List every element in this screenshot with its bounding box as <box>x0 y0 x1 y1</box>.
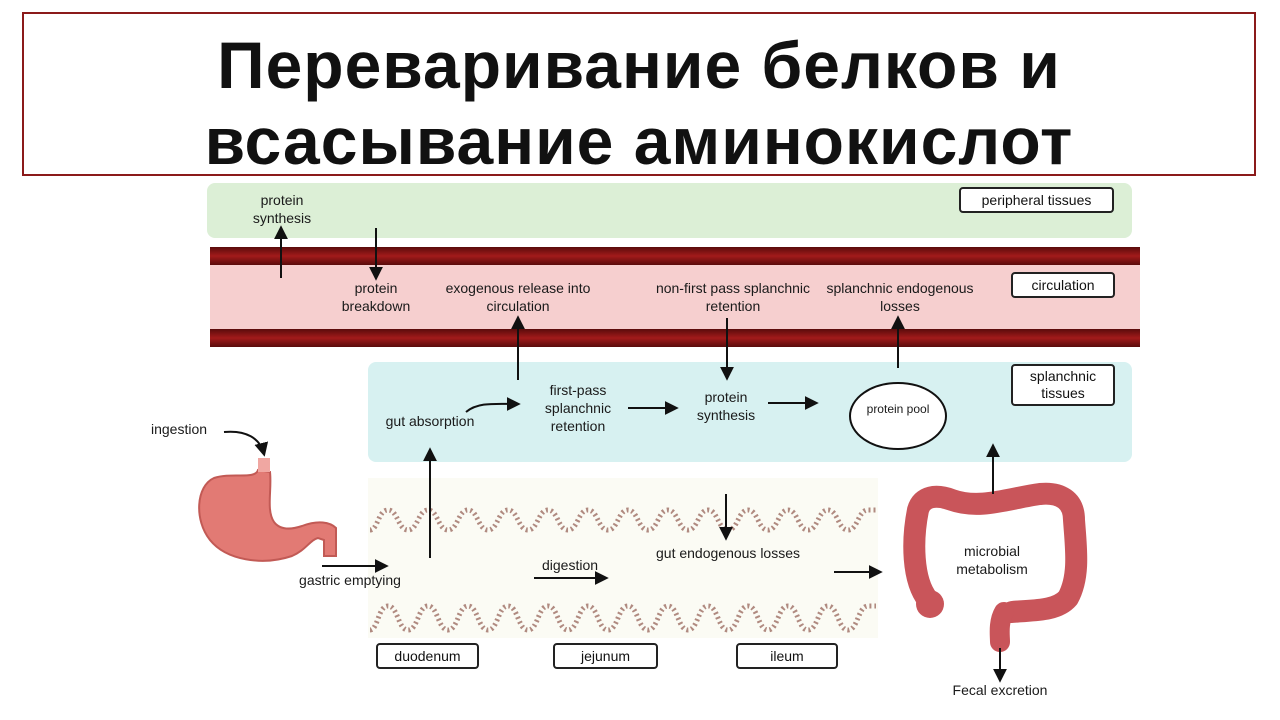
first-pass-label: first-pass splanchnic retention <box>544 382 612 434</box>
vessel-wall-top <box>210 247 1140 265</box>
protein-pool-label: protein pool <box>866 402 930 416</box>
peripheral-tissues-label: peripheral tissues <box>959 187 1114 213</box>
intestine-wall-top <box>369 507 876 533</box>
rectum-illustration <box>989 602 1014 652</box>
non-first-pass-label: non-first pass splanchnic retention <box>655 280 811 314</box>
fecal-excretion-label: Fecal excretion <box>952 682 1048 698</box>
splanchnic-tissues-label: splanchnic tissues <box>1011 364 1115 406</box>
page-title-line-1: Переваривание белков и <box>217 28 1061 102</box>
jejunum-label: jejunum <box>553 643 658 669</box>
circulation-label: circulation <box>1011 272 1115 298</box>
arrow-absorption-to-first-pass <box>465 396 521 413</box>
stomach-illustration <box>198 468 337 562</box>
vessel-wall-bottom <box>210 329 1140 347</box>
protein-breakdown-label: protein breakdown <box>341 280 411 314</box>
splanchnic-losses-label: splanchnic endogenous losses <box>826 280 974 314</box>
page-title-line-2: всасывание аминокислот <box>204 104 1074 178</box>
splanchnic-tissues-region <box>368 362 1132 462</box>
gut-endogenous-losses-label: gut endogenous losses <box>656 545 800 561</box>
arrow-ingestion <box>223 430 269 457</box>
ileum-label: ileum <box>736 643 838 669</box>
esophagus <box>258 458 270 472</box>
peripheral-tissues-region <box>207 183 1132 238</box>
protein-pool-circle <box>849 382 947 450</box>
exogenous-release-label: exogenous release into circulation <box>445 280 591 314</box>
circulation-region <box>210 264 1140 332</box>
cecum-illustration <box>916 590 944 618</box>
gastric-emptying-label: gastric emptying <box>299 572 401 588</box>
ingestion-label: ingestion <box>150 421 208 437</box>
intestine-region <box>368 478 878 638</box>
protein-synthesis-top-label: protein synthesis <box>252 192 312 226</box>
digestion-label: digestion <box>541 557 599 573</box>
protein-synthesis-mid-label: protein synthesis <box>696 389 756 423</box>
title-box: Переваривание белков и всасывание аминок… <box>22 12 1256 176</box>
duodenum-label: duodenum <box>376 643 479 669</box>
microbial-metabolism-label: microbial metabolism <box>956 543 1028 577</box>
colon-illustration <box>903 482 1088 623</box>
gut-absorption-label: gut absorption <box>385 413 475 429</box>
